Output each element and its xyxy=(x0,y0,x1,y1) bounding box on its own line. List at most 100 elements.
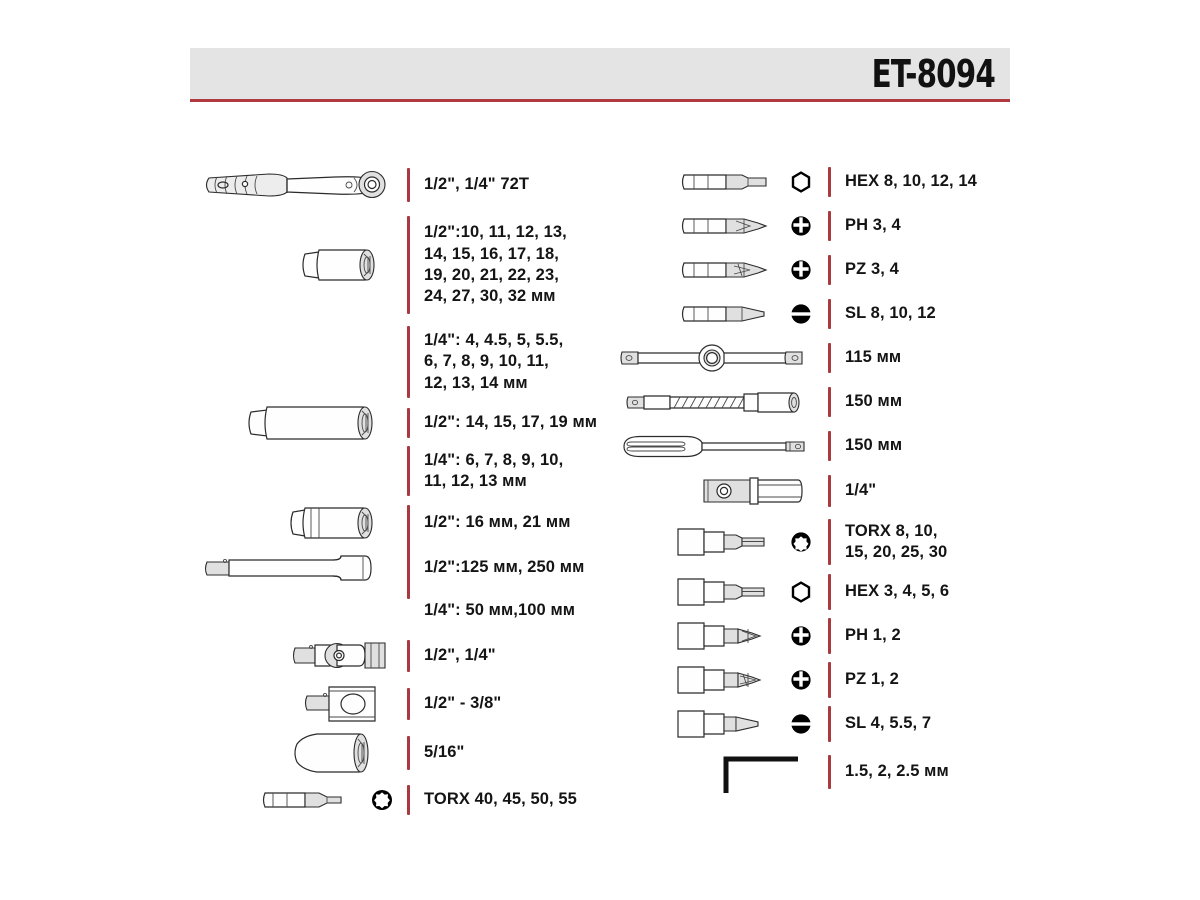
list-item: TORX 8, 10, 15, 20, 25, 30 xyxy=(628,514,1048,570)
cross-icon xyxy=(784,258,818,282)
list-item-label: TORX 40, 45, 50, 55 xyxy=(424,790,577,809)
product-code: ET-8094 xyxy=(871,52,995,96)
bit-socket-hex-illustration xyxy=(628,571,828,613)
hex-key-illustration xyxy=(628,749,828,795)
list-item: 1/2", 1/4" 72T xyxy=(185,160,615,210)
row-divider xyxy=(407,168,410,202)
row-divider xyxy=(828,662,831,698)
row-divider xyxy=(828,211,831,241)
list-item: 1/4": 50 мм,100 мм xyxy=(185,590,615,632)
list-item: 1/4" xyxy=(628,468,1048,514)
row-divider xyxy=(828,755,831,789)
sliding-t-bar-illustration xyxy=(620,341,828,375)
bit-torx-illustration xyxy=(185,783,407,817)
hex-icon xyxy=(784,170,818,194)
list-item-label: PZ 3, 4 xyxy=(845,260,899,279)
bit-sl-illustration xyxy=(628,299,828,329)
list-item-label: 1/2":125 мм, 250 мм xyxy=(424,558,585,577)
list-item: 150 мм xyxy=(623,424,1048,468)
list-item: 5/16" xyxy=(185,728,615,778)
row-divider xyxy=(828,255,831,285)
socket-short-illustration xyxy=(185,230,407,300)
torx-icon xyxy=(372,790,392,810)
list-item: TORX 40, 45, 50, 55 xyxy=(185,778,615,822)
row-divider xyxy=(407,216,410,314)
list-item-label: SL 4, 5.5, 7 xyxy=(845,714,932,733)
list-item: PZ 1, 2 xyxy=(628,658,1048,702)
list-item: PH 3, 4 xyxy=(628,204,1048,248)
list-item-label: 1/4" xyxy=(845,481,877,500)
list-item-label: 1/4": 4, 4.5, 5, 5.5, 6, 7, 8, 9, 10, 11… xyxy=(424,330,564,392)
list-item-label: 115 мм xyxy=(845,348,902,367)
row-divider xyxy=(828,343,831,373)
list-item: SL 8, 10, 12 xyxy=(628,292,1048,336)
cross-icon xyxy=(784,214,818,238)
list-item-label: 5/16" xyxy=(424,743,465,762)
right-tool-list: HEX 8, 10, 12, 14 PH 3, 4 xyxy=(620,160,1048,798)
cross-icon xyxy=(784,624,818,648)
row-divider xyxy=(828,387,831,417)
list-item: HEX 3, 4, 5, 6 xyxy=(628,570,1048,614)
header-divider-rule xyxy=(190,99,1010,102)
bit-socket-sl-illustration xyxy=(628,703,828,745)
list-item-label: SL 8, 10, 12 xyxy=(845,304,936,323)
list-item-label: 150 мм xyxy=(845,392,903,411)
extension-bar-illustration xyxy=(185,546,407,590)
list-item: SL 4, 5.5, 7 xyxy=(628,702,1048,746)
hex-icon xyxy=(784,580,818,604)
bit-socket-torx-illustration xyxy=(628,521,828,563)
list-item: PZ 3, 4 xyxy=(628,248,1048,292)
list-item: 1/2": 16 мм, 21 мм xyxy=(185,500,615,546)
spark-plug-socket-illustration xyxy=(185,728,407,778)
list-item: 1/2":10, 11, 12, 13, 14, 15, 16, 17, 18,… xyxy=(185,210,615,320)
row-divider xyxy=(828,574,831,610)
bit-hex-illustration xyxy=(628,167,828,197)
ratchet-handle-illustration xyxy=(185,165,407,205)
left-tool-list: 1/2", 1/4" 72T 1/2":10, 11, 12, 13, 14, … xyxy=(185,160,615,822)
list-item: 1.5, 2, 2.5 мм xyxy=(628,746,1048,798)
slot-icon xyxy=(784,302,818,326)
list-item-label: PH 1, 2 xyxy=(845,626,901,645)
list-item-label: 1/4": 50 мм,100 мм xyxy=(424,601,576,620)
list-item-label: PH 3, 4 xyxy=(845,216,901,235)
bit-socket-pz-illustration xyxy=(628,659,828,701)
cross-icon xyxy=(784,668,818,692)
list-item-label: 1/2": 14, 15, 17, 19 мм xyxy=(424,413,598,432)
row-divider xyxy=(407,326,410,398)
row-divider xyxy=(407,408,410,438)
list-item-label: 1/2", 1/4" xyxy=(424,646,496,665)
list-item-label: 1/2" - 3/8" xyxy=(424,694,502,713)
row-divider xyxy=(407,640,410,672)
list-item: 1/2", 1/4" xyxy=(185,632,615,680)
list-item-label: HEX 3, 4, 5, 6 xyxy=(845,582,950,601)
row-divider xyxy=(407,736,410,770)
row-divider xyxy=(828,618,831,654)
bit-ph-illustration xyxy=(628,211,828,241)
square-adapter-illustration xyxy=(185,680,407,728)
torx-icon xyxy=(784,530,818,554)
row-divider xyxy=(828,475,831,507)
row-divider xyxy=(828,431,831,461)
list-item-label: 1/2", 1/4" 72T xyxy=(424,175,530,194)
list-item-label: 1/2": 16 мм, 21 мм xyxy=(424,513,571,532)
list-item: PH 1, 2 xyxy=(628,614,1048,658)
row-divider xyxy=(828,706,831,742)
row-divider xyxy=(828,299,831,329)
list-item: 1/2" - 3/8" xyxy=(185,680,615,728)
list-item: 1/2": 14, 15, 17, 19 мм xyxy=(185,404,615,442)
bit-socket-ph-illustration xyxy=(628,615,828,657)
list-item: 150 мм xyxy=(626,380,1048,424)
socket-deep-illustration xyxy=(185,395,407,451)
bit-pz-illustration xyxy=(628,255,828,285)
list-item-label: TORX 8, 10, 15, 20, 25, 30 xyxy=(845,521,948,561)
list-item-label: 150 мм xyxy=(845,436,903,455)
list-item-label: 1.5, 2, 2.5 мм xyxy=(845,762,949,781)
list-item-label: HEX 8, 10, 12, 14 xyxy=(845,172,977,191)
slot-icon xyxy=(784,712,818,736)
row-divider xyxy=(407,446,410,496)
universal-joint-illustration xyxy=(185,634,407,678)
row-divider xyxy=(407,785,410,815)
row-divider xyxy=(828,519,831,565)
list-item: 1/2":125 мм, 250 мм xyxy=(185,515,615,599)
list-item: HEX 8, 10, 12, 14 xyxy=(628,160,1048,204)
